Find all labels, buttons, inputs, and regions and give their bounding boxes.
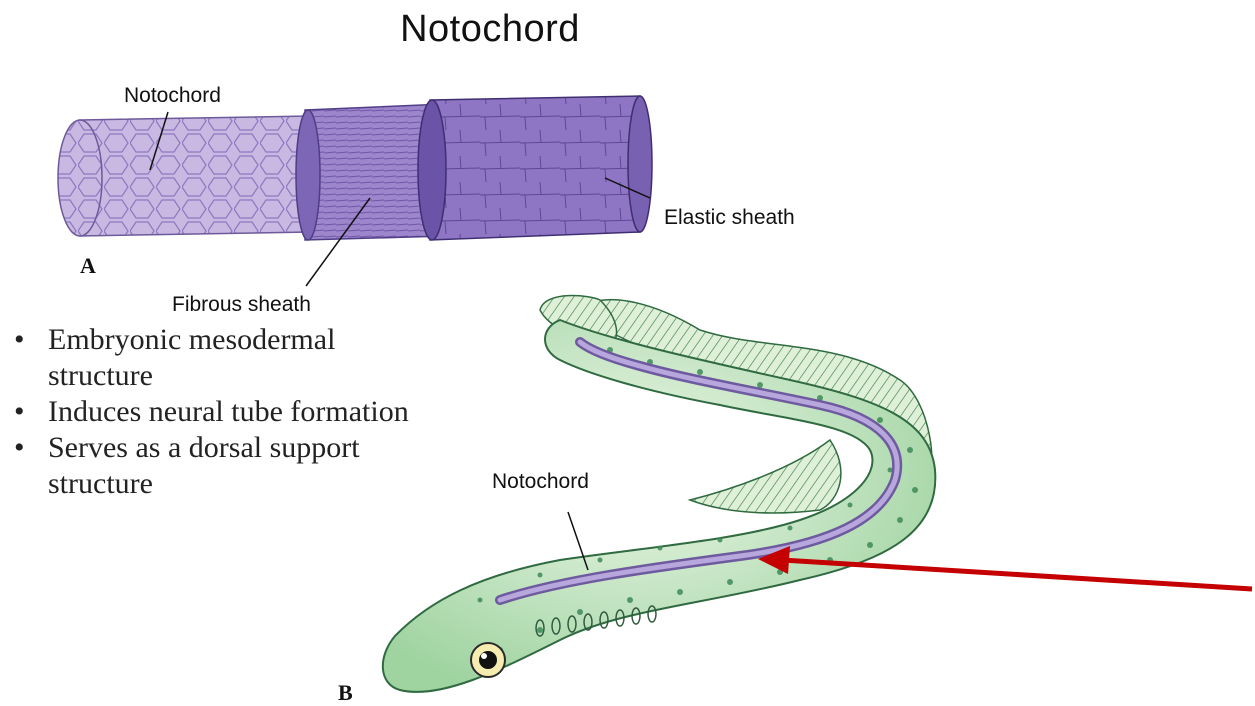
bullet-dot-icon: •	[14, 394, 25, 430]
bullet-dot-icon: •	[14, 322, 25, 358]
bullet-item: • Embryonic mesodermal structure	[8, 322, 428, 394]
bullet-item: • Induces neural tube formation	[8, 394, 468, 430]
bullet-list: • Embryonic mesodermal structure • Induc…	[8, 322, 468, 502]
elastic-sheath-layer	[418, 96, 652, 240]
panel-label-b: B	[338, 680, 353, 706]
elastic-sheath-label: Elastic sheath	[664, 206, 795, 230]
notochord-cylinder	[58, 116, 310, 236]
bullet-item: • Serves as a dorsal support structure	[8, 430, 448, 502]
notochord-b-label: Notochord	[492, 470, 589, 494]
bullet-dot-icon: •	[14, 430, 25, 466]
notochord-label: Notochord	[124, 84, 221, 108]
panel-label-a: A	[80, 253, 96, 279]
fibrous-sheath-label: Fibrous sheath	[172, 293, 311, 317]
